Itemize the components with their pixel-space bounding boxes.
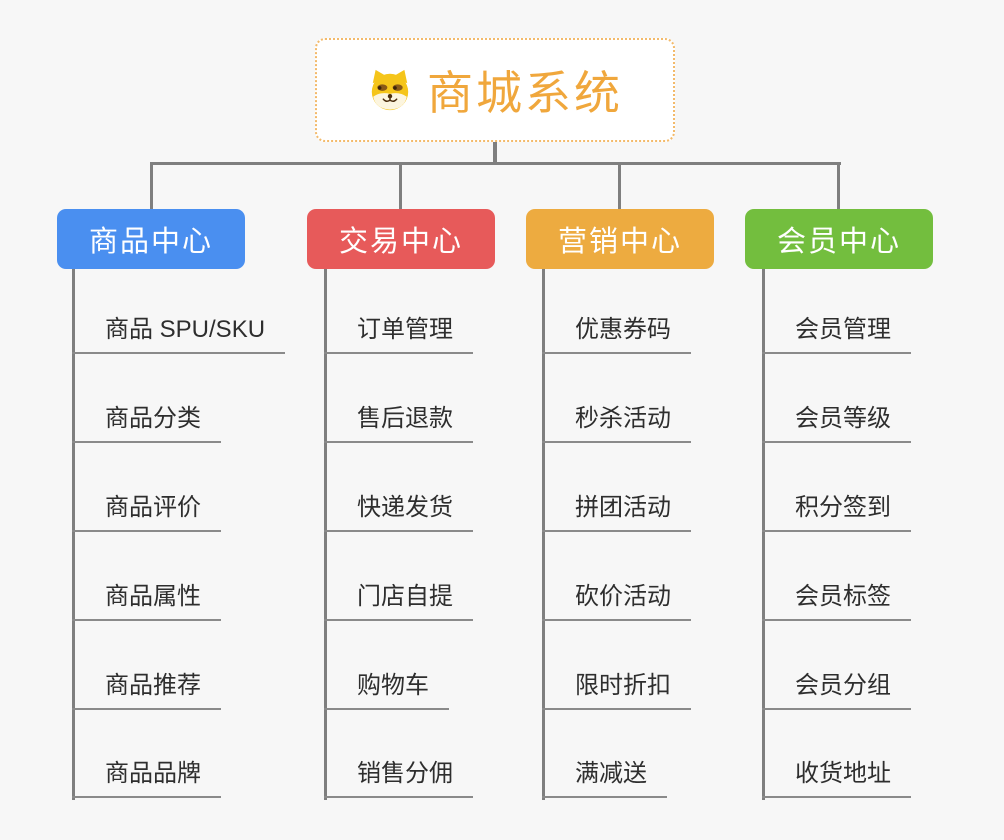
leaf-topic[interactable]: 砍价活动: [542, 582, 691, 621]
leaf-topic[interactable]: 满减送: [542, 759, 667, 798]
root-topic[interactable]: 商城系统: [315, 38, 675, 142]
leaf-topic[interactable]: 优惠券码: [542, 315, 691, 354]
leaf-topic[interactable]: 售后退款: [324, 404, 473, 443]
branch-trade-center[interactable]: 交易中心: [307, 209, 495, 269]
connector-root-stem: [493, 140, 497, 164]
connector-drop: [837, 162, 840, 210]
leaf-topic[interactable]: 收货地址: [762, 759, 911, 798]
leaf-topic[interactable]: 商品评价: [72, 493, 221, 532]
connector-branch-spine: [542, 268, 545, 800]
connector-drop: [618, 162, 621, 210]
leaf-topic[interactable]: 快递发货: [324, 493, 473, 532]
connector-drop: [150, 162, 153, 210]
leaf-topic[interactable]: 门店自提: [324, 582, 473, 621]
leaf-topic[interactable]: 商品推荐: [72, 671, 221, 710]
leaf-topic[interactable]: 拼团活动: [542, 493, 691, 532]
leaf-topic[interactable]: 限时折扣: [542, 671, 691, 710]
leaf-topic[interactable]: 会员管理: [762, 315, 911, 354]
branch-marketing-center[interactable]: 营销中心: [526, 209, 714, 269]
branch-member-center[interactable]: 会员中心: [745, 209, 933, 269]
dog-face-icon: [367, 67, 413, 113]
connector-horizontal-bar: [150, 162, 841, 165]
leaf-topic[interactable]: 会员标签: [762, 582, 911, 621]
leaf-topic[interactable]: 商品 SPU/SKU: [72, 315, 286, 354]
connector-branch-spine: [324, 268, 327, 800]
leaf-topic[interactable]: 秒杀活动: [542, 404, 691, 443]
leaf-topic[interactable]: 商品品牌: [72, 759, 221, 798]
leaf-topic[interactable]: 订单管理: [324, 315, 473, 354]
connector-drop: [399, 162, 402, 210]
leaf-topic[interactable]: 会员分组: [762, 671, 911, 710]
branch-product-center[interactable]: 商品中心: [57, 209, 245, 269]
leaf-topic[interactable]: 购物车: [324, 671, 449, 710]
leaf-topic[interactable]: 积分签到: [762, 493, 911, 532]
root-topic-label: 商城系统: [427, 67, 623, 119]
leaf-topic[interactable]: 销售分佣: [324, 759, 473, 798]
leaf-topic[interactable]: 会员等级: [762, 404, 911, 443]
leaf-topic[interactable]: 商品属性: [72, 582, 221, 621]
connector-branch-spine: [72, 268, 75, 800]
leaf-topic[interactable]: 商品分类: [72, 404, 221, 443]
connector-branch-spine: [762, 268, 765, 800]
